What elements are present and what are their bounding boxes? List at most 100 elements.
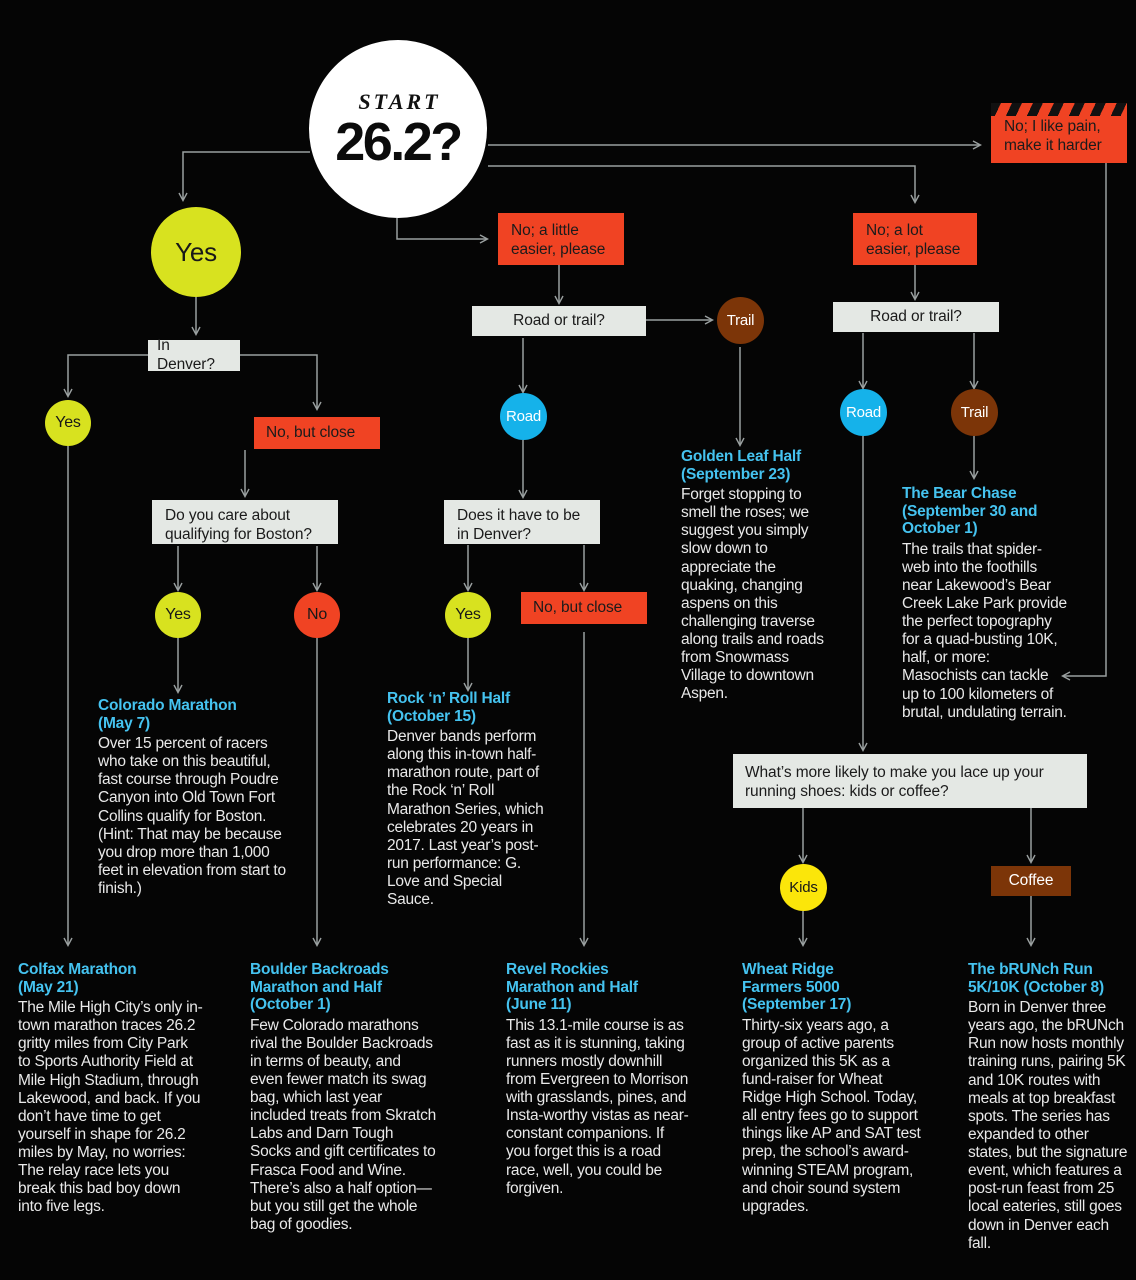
question-kids-or-coffee-line1: What’s more likely to make you lace up y… <box>745 764 1044 781</box>
race-rock-n-roll-half-title: Rock ‘n’ Roll Half (October 15) <box>387 690 550 725</box>
race-bear-chase-body: The trails that spider-web into the foot… <box>902 540 1067 721</box>
title-line-1: Wheat Ridge <box>742 961 834 978</box>
question-road-or-trail-mid[interactable]: Road or trail? <box>472 306 646 336</box>
race-colfax-marathon: Colfax Marathon (May 21) The Mile High C… <box>18 961 204 1217</box>
node-no-boston[interactable]: No <box>294 592 340 638</box>
question-has-to-be-denver-line2: in Denver? <box>457 525 531 543</box>
title-line-2: (October 15) <box>387 707 476 725</box>
question-boston-line2: qualifying for Boston? <box>165 525 312 543</box>
race-colfax-marathon-body: The Mile High City’s only in-town marath… <box>18 999 203 1216</box>
node-yes-in-denver-label: Yes <box>55 414 81 431</box>
node-no-a-lot-line2: easier, please <box>866 241 961 259</box>
question-road-or-trail-right-label: Road or trail? <box>870 307 962 325</box>
start-kicker: START <box>358 89 441 115</box>
race-colfax-marathon-title: Colfax Marathon (May 21) <box>18 961 204 996</box>
node-no-i-like-pain-line2: make it harder <box>1004 137 1102 155</box>
node-trail-right-label: Trail <box>960 404 989 421</box>
title-line-1: Revel Rockies <box>506 961 609 978</box>
node-yes-in-denver[interactable]: Yes <box>45 400 91 446</box>
title-line-1: The bRUNch Run <box>968 961 1093 978</box>
race-golden-leaf-half-body: Forget stopping to smell the roses; we s… <box>681 486 824 703</box>
node-trail-right[interactable]: Trail <box>951 389 998 436</box>
title-line-1: Boulder Backroads <box>250 961 389 978</box>
title-line-3: (September 17) <box>742 996 852 1013</box>
node-yes-boston-label: Yes <box>165 606 191 623</box>
node-no-a-little-line2: easier, please <box>511 241 606 259</box>
race-colorado-marathon-body: Over 15 percent of racers who take on th… <box>98 735 286 897</box>
title-line-2: (September 30 and <box>902 502 1038 520</box>
node-no-but-close-1[interactable]: No, but close <box>254 417 380 449</box>
question-kids-or-coffee[interactable]: What’s more likely to make you lace up y… <box>733 754 1087 808</box>
node-road-right[interactable]: Road <box>840 389 887 436</box>
node-no-i-like-pain-line1: No; I like pain, <box>1004 118 1101 135</box>
title-line-2: (May 21) <box>18 978 79 996</box>
node-no-but-close-1-label: No, but close <box>266 424 356 442</box>
node-no-but-close-2-label: No, but close <box>533 599 623 617</box>
title-line-2: Farmers 5000 <box>742 978 840 996</box>
title-line-1: Colorado Marathon <box>98 697 237 714</box>
node-yes-boston[interactable]: Yes <box>155 592 201 638</box>
race-revel-rockies: Revel Rockies Marathon and Half (June 11… <box>506 961 692 1198</box>
race-golden-leaf-half: Golden Leaf Half (September 23) Forget s… <box>681 448 829 704</box>
node-road-right-label: Road <box>845 404 882 421</box>
node-yes-has-denver[interactable]: Yes <box>445 592 491 638</box>
node-no-boston-label: No <box>306 606 328 623</box>
node-no-a-lot-line1: No; a lot <box>866 222 923 239</box>
title-line-1: Rock ‘n’ Roll Half <box>387 690 511 707</box>
race-wheat-ridge-farmers-5000: Wheat Ridge Farmers 5000 (September 17) … <box>742 961 925 1216</box>
question-has-to-be-denver-line1: Does it have to be <box>457 507 581 524</box>
title-line-1: The Bear Chase <box>902 485 1017 502</box>
node-yes-has-denver-label: Yes <box>455 606 481 623</box>
title-line-1: Golden Leaf Half <box>681 448 801 465</box>
race-wheat-ridge-farmers-5000-body: Thirty-six years ago, a group of active … <box>742 1016 921 1215</box>
node-yes-top-label: Yes <box>175 236 217 267</box>
node-kids-label: Kids <box>789 879 818 896</box>
race-colorado-marathon-title: Colorado Marathon (May 7) <box>98 697 296 732</box>
question-has-to-be-denver[interactable]: Does it have to be in Denver? <box>444 500 600 544</box>
race-bear-chase-title: The Bear Chase (September 30 and October… <box>902 485 1068 538</box>
node-no-a-little[interactable]: No; a little easier, please <box>498 213 624 265</box>
title-line-2: (May 7) <box>98 714 151 732</box>
question-in-denver-label: In Denver? <box>157 336 215 373</box>
race-revel-rockies-title: Revel Rockies Marathon and Half (June 11… <box>506 961 692 1014</box>
race-bear-chase: The Bear Chase (September 30 and October… <box>902 485 1068 722</box>
node-kids[interactable]: Kids <box>780 864 827 911</box>
question-kids-or-coffee-line2: running shoes: kids or coffee? <box>745 782 949 800</box>
question-road-or-trail-right[interactable]: Road or trail? <box>833 302 999 332</box>
race-brunch-run: The bRUNch Run 5K/10K (October 8) Born i… <box>968 961 1130 1253</box>
race-rock-n-roll-half-body: Denver bands perform along this in-town … <box>387 728 544 909</box>
race-boulder-backroads: Boulder Backroads Marathon and Half (Oct… <box>250 961 436 1234</box>
node-road-mid[interactable]: Road <box>500 393 547 440</box>
question-boston[interactable]: Do you care about qualifying for Boston? <box>152 500 338 544</box>
node-coffee[interactable]: Coffee <box>991 866 1071 896</box>
race-golden-leaf-half-title: Golden Leaf Half (September 23) <box>681 448 829 483</box>
title-line-2: Marathon and Half <box>250 978 382 996</box>
race-brunch-run-title: The bRUNch Run 5K/10K (October 8) <box>968 961 1130 996</box>
node-trail-mid-label: Trail <box>726 312 755 329</box>
race-boulder-backroads-body: Few Colorado marathons rival the Boulder… <box>250 1016 436 1233</box>
node-road-mid-label: Road <box>505 408 542 425</box>
race-brunch-run-body: Born in Denver three years ago, the bRUN… <box>968 999 1128 1252</box>
race-colorado-marathon: Colorado Marathon (May 7) Over 15 percen… <box>98 697 296 898</box>
question-road-or-trail-mid-label: Road or trail? <box>513 311 605 329</box>
title-line-2: (September 23) <box>681 465 791 483</box>
node-no-but-close-2[interactable]: No, but close <box>521 592 647 624</box>
race-revel-rockies-body: This 13.1-mile course is as fast as it i… <box>506 1016 689 1197</box>
race-rock-n-roll-half: Rock ‘n’ Roll Half (October 15) Denver b… <box>387 690 550 909</box>
title-line-3: October 1) <box>902 520 978 537</box>
node-yes-top[interactable]: Yes <box>151 207 241 297</box>
question-in-denver[interactable]: In Denver? <box>148 337 240 373</box>
title-line-3: (June 11) <box>506 996 572 1013</box>
title-line-2: 5K/10K (October 8) <box>968 978 1104 996</box>
node-no-a-lot[interactable]: No; a lot easier, please <box>853 213 977 265</box>
start-question: 26.2? <box>335 112 463 173</box>
node-no-a-little-line1: No; a little <box>511 222 579 239</box>
node-trail-mid[interactable]: Trail <box>717 297 764 344</box>
race-boulder-backroads-title: Boulder Backroads Marathon and Half (Oct… <box>250 961 436 1014</box>
question-boston-line1: Do you care about <box>165 507 290 524</box>
node-no-i-like-pain[interactable]: No; I like pain, make it harder <box>991 103 1127 163</box>
title-line-3: (October 1) <box>250 996 331 1013</box>
title-line-1: Colfax Marathon <box>18 961 137 978</box>
node-coffee-label: Coffee <box>1008 871 1054 889</box>
